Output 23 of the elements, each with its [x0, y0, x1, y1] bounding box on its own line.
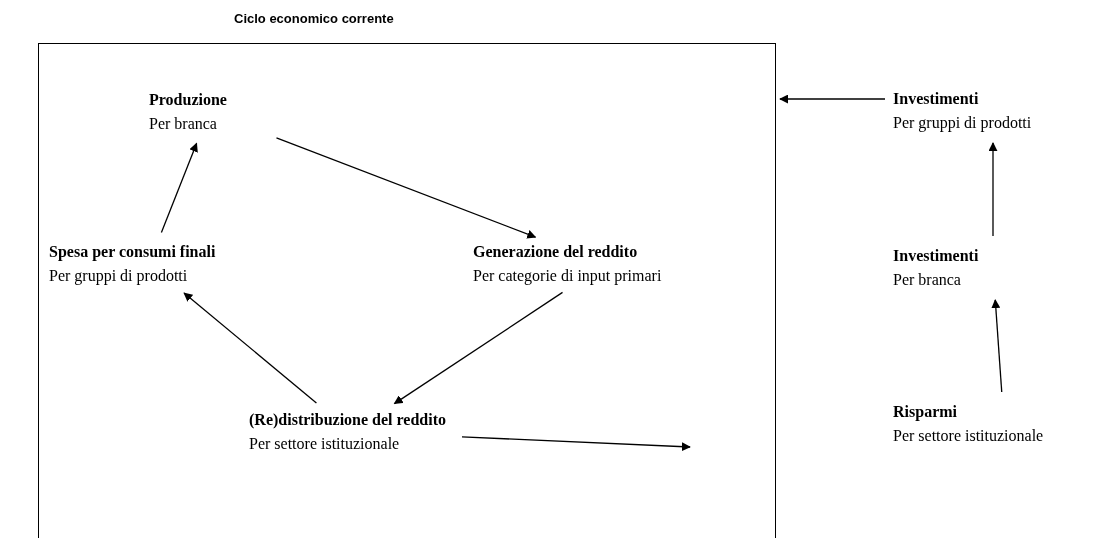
- node-description: Per settore istituzionale: [893, 426, 1044, 446]
- node-description: Per gruppi di prodotti: [49, 266, 188, 287]
- arrow: [461, 436, 691, 452]
- node-heading: Risparmi: [893, 402, 957, 423]
- arrow: [183, 292, 318, 404]
- node-heading: Generazione del reddito: [473, 242, 638, 262]
- node-heading: (Re)distribuzione del reddito: [249, 410, 447, 431]
- frame-title: Ciclo economico corrente: [234, 11, 394, 27]
- node-description: Per branca: [893, 270, 961, 290]
- arrow: [160, 142, 198, 234]
- node-heading: Investimenti: [893, 246, 979, 266]
- node-description: Per categorie di input primari: [473, 266, 662, 287]
- node-description: Per branca: [149, 114, 217, 134]
- node-description: Per settore istituzionale: [249, 434, 400, 454]
- node-description: Per gruppi di prodotti: [893, 113, 1032, 134]
- node-heading: Spesa per consumi finali: [49, 242, 216, 263]
- arrow: [393, 291, 564, 405]
- arrow: [991, 299, 1003, 393]
- arrow: [275, 137, 537, 239]
- node-heading: Investimenti: [893, 89, 979, 109]
- node-heading: Produzione: [149, 90, 227, 110]
- arrow: [779, 94, 886, 104]
- arrow: [988, 142, 998, 237]
